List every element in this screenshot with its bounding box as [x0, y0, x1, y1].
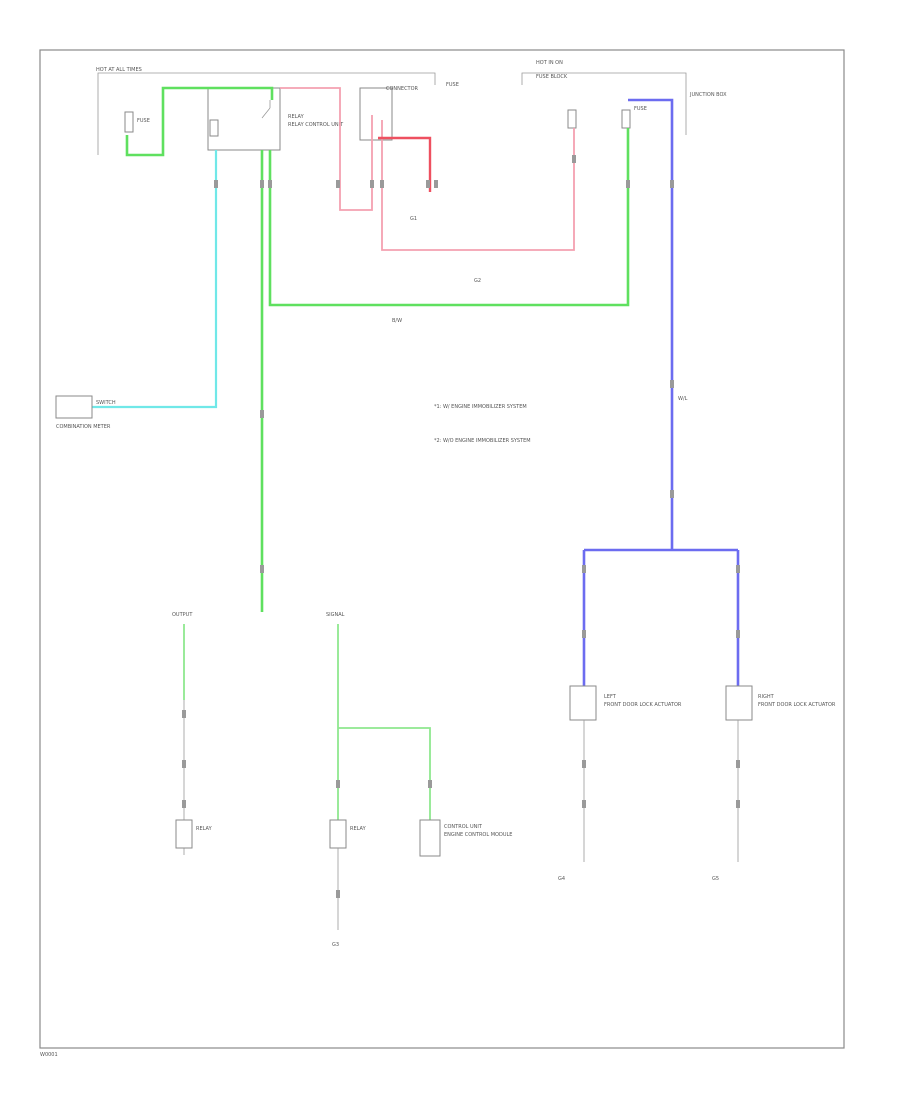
- relay-box: [207, 87, 281, 151]
- fuse-right-b: [621, 109, 631, 129]
- connector-top-box: [359, 87, 393, 141]
- power-bus-bracket-right: [521, 72, 687, 135]
- fuse-mid-label: FUSE: [446, 82, 459, 88]
- lower-comp-desc-label: ENGINE CONTROL MODULE: [444, 832, 512, 838]
- wire-green-top-loop: [125, 86, 274, 157]
- diagram-frame: [39, 49, 845, 1049]
- relay-lower-a-label: RELAY: [196, 826, 213, 832]
- bottom-mid-top-label: SIGNAL: [326, 612, 345, 618]
- relay-lower-a-box: [175, 819, 193, 849]
- relay-label: RELAY: [288, 114, 305, 120]
- fuse-left-box: [124, 111, 134, 133]
- fuse-right-label: FUSE: [634, 106, 647, 112]
- hot-in-on-label: HOT IN ON: [536, 60, 563, 66]
- wire-pink-relay: [280, 87, 373, 211]
- right-unit-label: RIGHT: [758, 694, 775, 700]
- power-bus-bracket: [97, 72, 436, 155]
- connector-top-label: CONNECTOR: [386, 86, 419, 92]
- note-2: *2: W/O ENGINE IMMOBILIZER SYSTEM: [434, 438, 531, 444]
- junction-label: JUNCTION BOX: [689, 92, 727, 98]
- wire-ref2-label: W/L: [678, 396, 688, 402]
- fuse-left-label: FUSE: [137, 118, 150, 124]
- relay-desc-label: RELAY CONTROL UNIT: [288, 122, 344, 128]
- left-unit-label: LEFT: [604, 694, 617, 700]
- left-unit-box: [569, 685, 597, 721]
- relay-lower-b-box: [329, 819, 347, 849]
- ground-top-label: G1: [410, 216, 417, 222]
- ground-mid-label: G2: [474, 278, 481, 284]
- hot-at-all-times-label: HOT AT ALL TIMES: [96, 67, 142, 73]
- right-unit-box: [725, 685, 753, 721]
- connector-marks: [182, 155, 740, 898]
- lower-comp-box: [419, 819, 441, 857]
- relay-lower-b-label: RELAY: [350, 826, 367, 832]
- fuse-right-a: [567, 109, 577, 129]
- left-unit-desc-label: FRONT DOOR LOCK ACTUATOR: [604, 702, 682, 708]
- right-unit-desc-label: FRONT DOOR LOCK ACTUATOR: [758, 702, 836, 708]
- wire-ref1-label: B/W: [392, 318, 402, 324]
- lower-comp-label: CONTROL UNIT: [444, 824, 483, 830]
- wire-green-main: [268, 128, 630, 307]
- wire-cyan: [92, 150, 218, 409]
- wire-lgreen-mid: [337, 624, 431, 820]
- ground-bottom-label: G3: [332, 942, 339, 948]
- left-switch-label: SWITCH: [96, 400, 116, 406]
- note-1: *1: W/ ENGINE IMMOBILIZER SYSTEM: [434, 404, 527, 410]
- corner-code: W0001: [40, 1052, 58, 1058]
- ground-right-label: G5: [712, 876, 719, 882]
- left-switch-box: [55, 395, 93, 419]
- relay-contact: [261, 100, 271, 119]
- wire-pink-loop: [381, 120, 575, 251]
- wire-blue-main: [628, 98, 674, 550]
- bottom-left-top-label: OUTPUT: [172, 612, 193, 618]
- fuse-block-label: FUSE BLOCK: [536, 74, 568, 80]
- relay-coil: [209, 119, 219, 137]
- wire-red-connector: [378, 136, 432, 192]
- ground-left-label: G4: [558, 876, 565, 882]
- left-switch-desc-label: COMBINATION METER: [56, 424, 111, 430]
